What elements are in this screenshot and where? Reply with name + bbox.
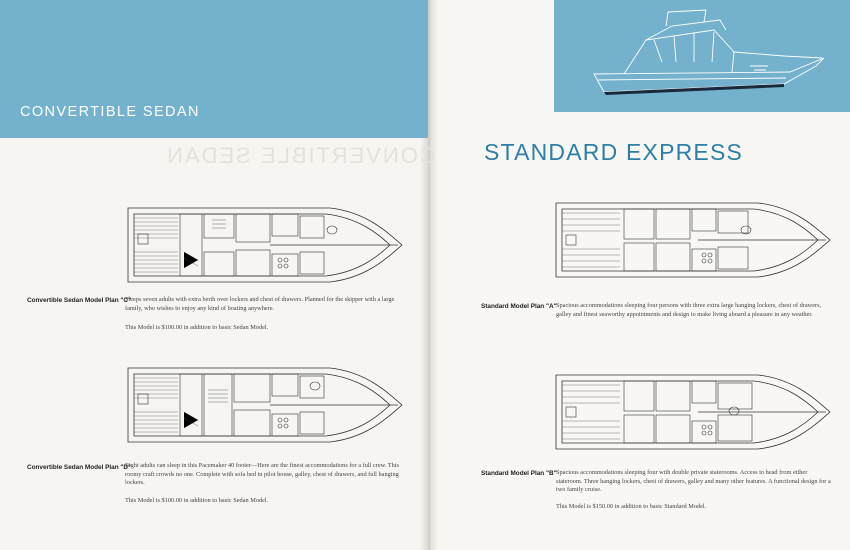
boat-illustration — [593, 9, 825, 95]
right-page-title: STANDARD EXPRESS — [484, 139, 744, 165]
plan-b-label: Standard Model Plan "B" — [481, 470, 557, 477]
plan-c-price: This Model is $100.00 in addition to bas… — [125, 324, 269, 331]
plan-a-label: Standard Model Plan "A" — [481, 303, 557, 310]
plan-d-label: Convertible Sedan Model Plan "D" — [27, 464, 132, 471]
plan-c-drawing — [127, 207, 403, 283]
plan-d-description: Eight adults can sleep in this Pacemaker… — [125, 462, 399, 487]
left-page-title: CONVERTIBLE SEDAN — [20, 104, 200, 120]
right-header-band — [554, 0, 850, 112]
plan-a-drawing — [555, 202, 831, 278]
plan-b-price: This Model is $150.00 in addition to bas… — [556, 503, 707, 510]
plan-b-description: Spacious accommodations sleeping four wi… — [556, 469, 831, 494]
plan-b-drawing — [555, 374, 831, 450]
left-header-band: CONVERTIBLE SEDAN — [0, 0, 428, 138]
plan-c-label: Convertible Sedan Model Plan "C" — [27, 297, 132, 304]
show-through-text: CONVERTIBLE SEDAN — [165, 143, 436, 168]
plan-d-price: This Model is $100.00 in addition to bas… — [125, 497, 269, 504]
plan-c-description: Sleeps seven adults with extra berth ove… — [125, 296, 395, 312]
plan-d-drawing — [127, 367, 403, 443]
plan-a-description: Spacious accommodations sleeping four pe… — [556, 302, 822, 318]
